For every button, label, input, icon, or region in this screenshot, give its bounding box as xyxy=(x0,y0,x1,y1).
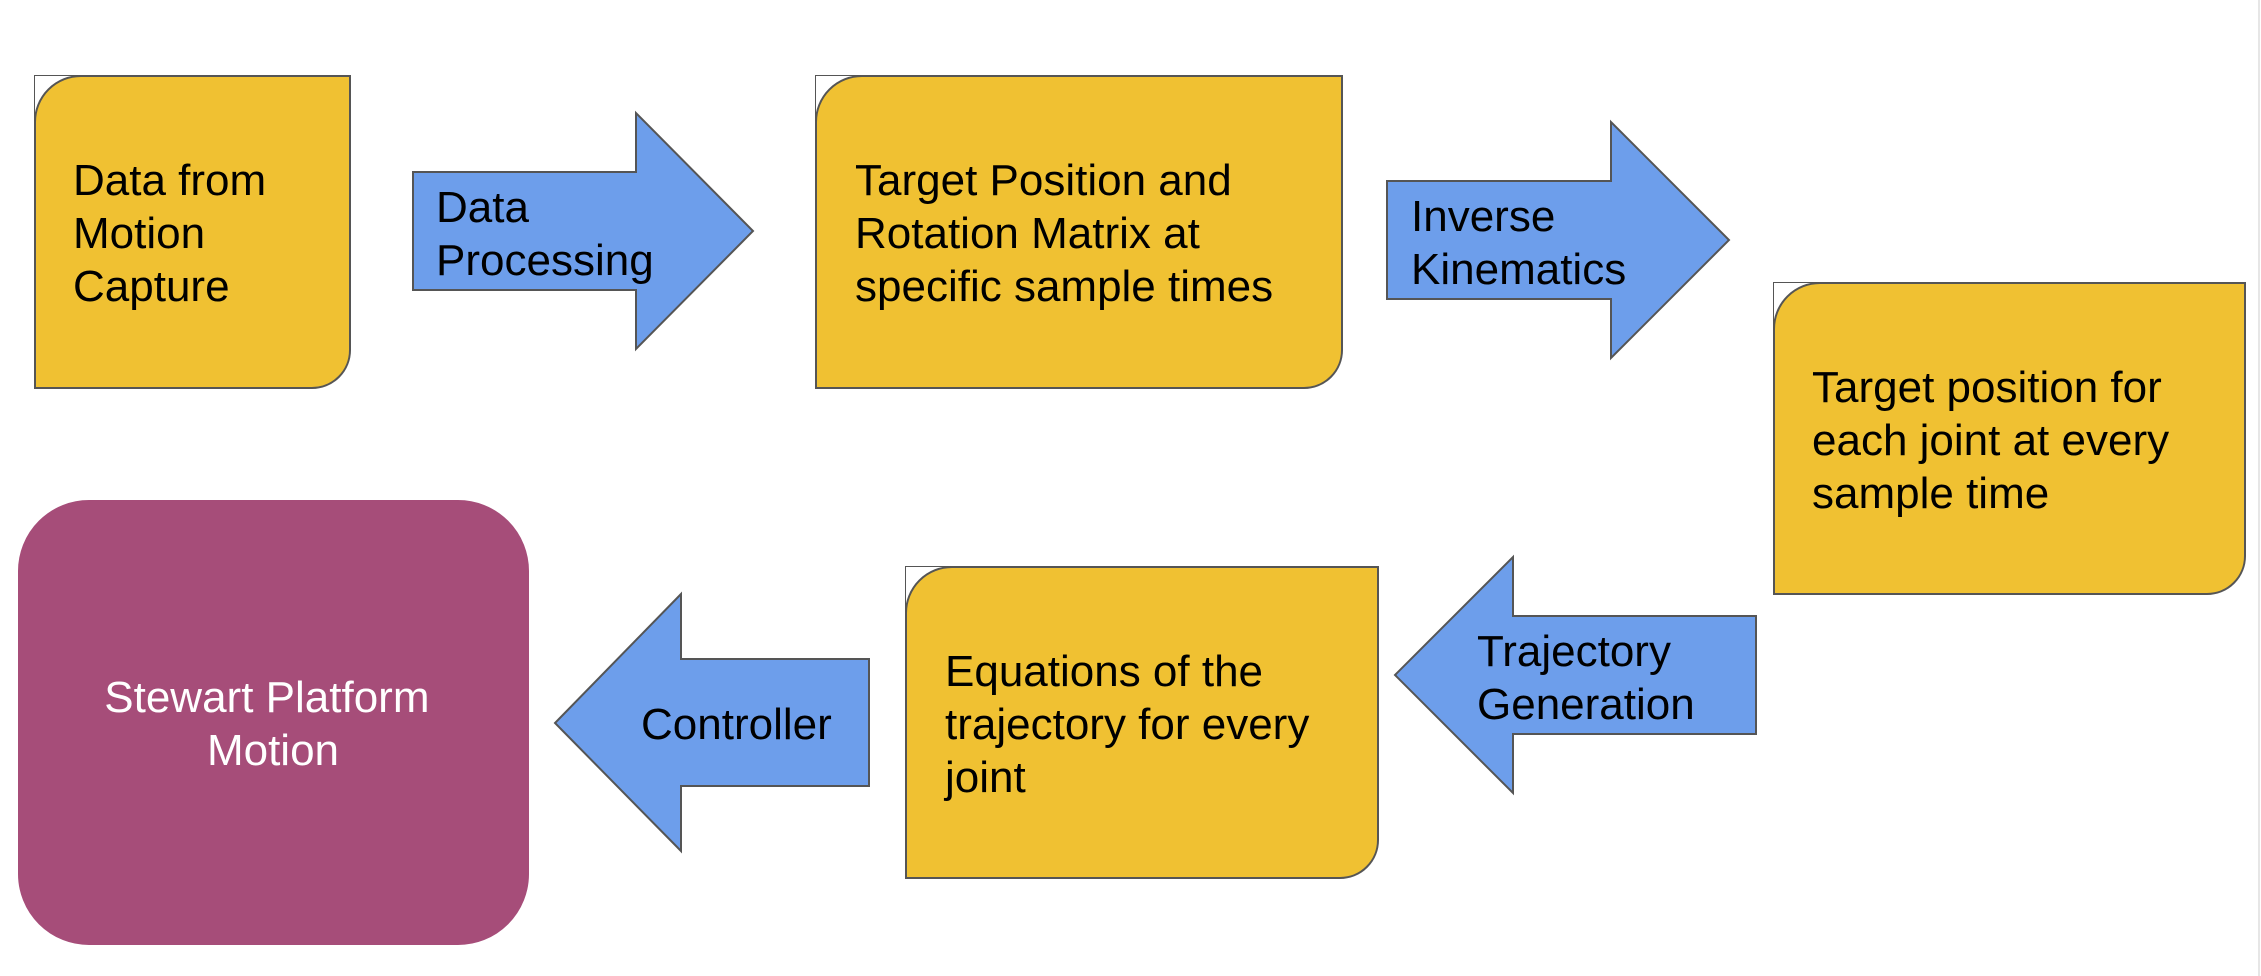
trajectory-generation-line: Generation xyxy=(1477,680,1695,729)
trajectory-generation-line: Trajectory xyxy=(1477,627,1671,676)
mocap-data-line: Capture xyxy=(73,262,230,311)
trajectory-equations-line: joint xyxy=(943,753,1026,802)
data-processing-arrow: Data Processing xyxy=(412,110,755,352)
joint-targets-line: sample time xyxy=(1812,469,2049,518)
joint-targets-line: Target position for xyxy=(1812,363,2162,412)
joint-targets-box: Target position for each joint at every … xyxy=(1773,282,2246,595)
stewart-platform-box: Stewart Platform Motion xyxy=(16,498,531,947)
inverse-kinematics-line: Inverse xyxy=(1411,192,1555,241)
joint-targets-line: each joint at every xyxy=(1812,416,2169,465)
data-processing-text: Data Processing xyxy=(436,183,654,285)
data-processing-line: Data xyxy=(436,183,529,232)
stewart-platform-line: Stewart Platform xyxy=(104,673,429,722)
trajectory-equations-line: trajectory for every xyxy=(945,700,1309,749)
inverse-kinematics-line: Kinematics xyxy=(1411,245,1626,294)
joint-targets-text: Target position for each joint at every … xyxy=(1812,363,2181,518)
trajectory-equations-box: Equations of the trajectory for every jo… xyxy=(905,566,1379,879)
stewart-platform-text: Stewart Platform Motion xyxy=(104,673,441,775)
target-position-line: specific sample times xyxy=(855,262,1273,311)
trajectory-generation-arrow: Trajectory Generation xyxy=(1393,554,1757,796)
data-processing-line: Processing xyxy=(436,236,654,285)
target-position-box: Target Position and Rotation Matrix at s… xyxy=(815,75,1343,389)
mocap-data-text: Data from Motion Capture xyxy=(73,156,278,311)
mocap-data-line: Motion xyxy=(73,209,205,258)
mocap-data-box: Data from Motion Capture xyxy=(34,75,351,389)
controller-arrow: Controller xyxy=(553,591,870,854)
controller-text: Controller xyxy=(641,700,832,749)
stewart-platform-line: Motion xyxy=(207,726,339,775)
target-position-line: Rotation Matrix at xyxy=(855,209,1200,258)
trajectory-equations-line: Equations of the xyxy=(945,647,1263,696)
trajectory-equations-text: Equations of the trajectory for every jo… xyxy=(943,647,1322,802)
controller-line: Controller xyxy=(641,700,832,749)
mocap-data-line: Data from xyxy=(73,156,266,205)
target-position-text: Target Position and Rotation Matrix at s… xyxy=(855,156,1273,311)
inverse-kinematics-arrow: Inverse Kinematics xyxy=(1386,119,1731,361)
target-position-line: Target Position and xyxy=(855,156,1232,205)
inverse-kinematics-text: Inverse Kinematics xyxy=(1411,192,1626,294)
trajectory-generation-text: Trajectory Generation xyxy=(1477,627,1695,729)
